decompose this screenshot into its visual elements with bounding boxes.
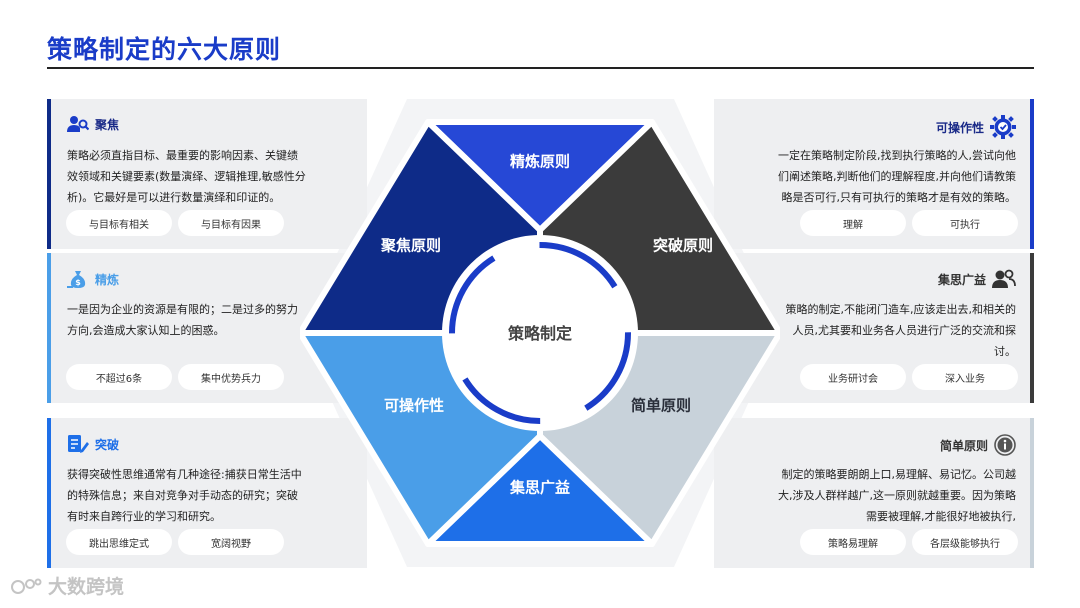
segment-label-breakthrough: 突破原则 [652, 236, 714, 255]
svg-text:$: $ [75, 278, 81, 287]
tag-pill: 理解 [800, 210, 906, 236]
tag-pill: 跳出思维定式 [66, 529, 172, 555]
money-bag-icon: $ [67, 271, 86, 288]
segment-label-refine: 精炼原则 [509, 152, 571, 171]
watermark-text: 大数跨境 [48, 576, 125, 598]
tag-group: 策略易理解 各层级能够执行 [800, 529, 1018, 555]
center-disc [460, 253, 620, 413]
tag-pill: 策略易理解 [800, 529, 906, 555]
card-header: $ 精炼 [67, 269, 119, 289]
info-circle-icon [994, 434, 1016, 456]
tag-pill: 与目标有因果 [178, 210, 284, 236]
card-title: 集思广益 [937, 272, 986, 287]
card-body: 策略的制定,不能闭门造车,应该走出去,和相关的人员,尤其要和业务各人员进行广泛的… [785, 303, 1017, 358]
card-accent-bar [1030, 418, 1034, 568]
people-icon [992, 269, 1016, 288]
card-body: 制定的策略要朗朗上口,易理解、易记忆。公司越大,涉及人群样越广,这一原则就越重要… [778, 468, 1016, 523]
watermark: 大数跨境 [10, 572, 124, 599]
card-body: 获得突破性思维通常有几种途径:捕获日常生活中的特殊信息；来自对竞争对手动态的研究… [67, 468, 302, 523]
card-title: 简单原则 [939, 438, 988, 453]
page-title: 策略制定的六大原则 [47, 35, 282, 64]
segment-label-simplicity: 简单原则 [630, 396, 692, 415]
center-label: 策略制定 [507, 324, 573, 343]
center-ring-dashed [449, 242, 631, 424]
tag-group: 跳出思维定式 宽阔视野 [66, 529, 284, 555]
tag-pill: 集中优势兵力 [178, 364, 284, 390]
tag-pill: 与目标有相关 [66, 210, 172, 236]
person-search-icon [67, 116, 89, 132]
hexagon-diagram [297, 116, 783, 550]
card-title: 精炼 [95, 272, 120, 287]
document-edit-icon [68, 435, 89, 453]
card-accent-bar [47, 418, 51, 568]
tag-pill: 不超过6条 [66, 364, 172, 390]
tag-pill: 各层级能够执行 [912, 529, 1018, 555]
card-header: 简单原则 [940, 434, 1016, 456]
card-breakthrough: 突破 获得突破性思维通常有几种途径:捕获日常生活中的特殊信息；来自对竞争对手动态… [47, 418, 367, 568]
tag-pill: 可执行 [912, 210, 1018, 236]
tag-group: 与目标有相关 与目标有因果 [66, 210, 284, 236]
card-title: 聚焦 [95, 117, 120, 132]
segment-label-brainstorm: 集思广益 [509, 478, 571, 497]
card-simplicity: 简单原则 制定的策略要朗朗上口,易理解、易记忆。公司越大,涉及人群样越广,这一原… [714, 418, 1034, 568]
card-header: 聚焦 [67, 115, 119, 133]
tag-pill: 业务研讨会 [800, 364, 906, 390]
hexagon-svg [297, 119, 783, 547]
gear-check-icon [990, 115, 1016, 139]
card-header: 突破 [67, 434, 119, 454]
card-accent-bar [47, 253, 51, 403]
card-accent-bar [47, 99, 51, 249]
card-title: 突破 [95, 437, 120, 452]
card-accent-bar [1030, 99, 1034, 249]
card-body: 一是因为企业的资源是有限的；二是过多的努力方向,会造成大家认知上的困惑。 [67, 303, 298, 337]
tag-pill: 宽阔视野 [178, 529, 284, 555]
card-title: 可操作性 [935, 120, 984, 135]
card-operability: 可操作性 一定在策略制定阶段,找到执行策略的人,尝试向他们阐述策略,判断他们的理… [714, 99, 1034, 249]
title-divider [47, 67, 1034, 69]
tag-group: 理解 可执行 [800, 210, 1018, 236]
tag-pill: 深入业务 [912, 364, 1018, 390]
card-body: 一定在策略制定阶段,找到执行策略的人,尝试向他们阐述策略,判断他们的理解程度,并… [778, 149, 1016, 204]
card-body: 策略必须直指目标、最重要的影响因素、关键绩效领域和关键要素(数量演绎、逻辑推理,… [67, 149, 306, 204]
card-header: 可操作性 [936, 115, 1016, 139]
segment-label-focus: 聚焦原则 [380, 236, 442, 255]
tag-group: 业务研讨会 深入业务 [800, 364, 1018, 390]
segment-label-operability: 可操作性 [383, 396, 445, 415]
card-focus: 聚焦 策略必须直指目标、最重要的影响因素、关键绩效领域和关键要素(数量演绎、逻辑… [47, 99, 367, 249]
card-accent-bar [1030, 253, 1034, 403]
card-header: 集思广益 [938, 269, 1016, 289]
watermark-logo-icon [11, 578, 42, 594]
tag-group: 不超过6条 集中优势兵力 [66, 364, 284, 390]
